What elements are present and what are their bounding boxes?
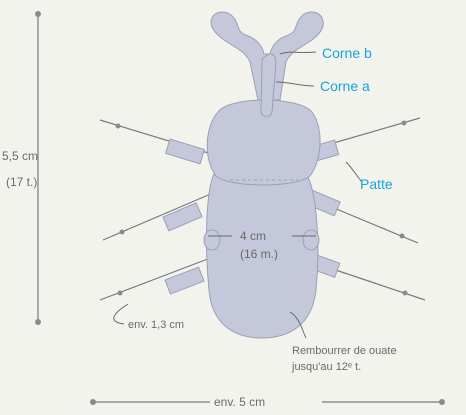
label-stuffing-line1: Rembourrer de ouate xyxy=(292,345,397,357)
leg-middle-left xyxy=(103,193,213,240)
label-width-stitches: (16 m.) xyxy=(240,247,278,261)
label-stuffing-line2: jusqu'au 12ᵉ t. xyxy=(291,361,361,373)
label-leg-length: env. 1,3 cm xyxy=(128,319,184,331)
label-width-cm: 4 cm xyxy=(240,229,266,243)
width-end-left xyxy=(90,399,96,405)
width-dimension xyxy=(90,393,445,409)
height-end-bottom xyxy=(35,319,41,325)
label-horn-a: Corne a xyxy=(320,78,370,94)
label-leg: Patte xyxy=(360,176,393,192)
leg-upper-left xyxy=(100,120,215,164)
label-height-cm: 5,5 cm xyxy=(2,149,38,163)
width-end-right xyxy=(439,399,445,405)
label-total-width: env. 5 cm xyxy=(214,395,265,409)
label-horn-b: Corne b xyxy=(322,45,372,61)
beetle-body xyxy=(204,12,323,338)
height-end-top xyxy=(35,11,41,17)
label-height-rows: (17 t.) xyxy=(6,175,37,189)
leg-lower-left xyxy=(100,257,213,300)
leader-leg-length xyxy=(114,304,128,324)
